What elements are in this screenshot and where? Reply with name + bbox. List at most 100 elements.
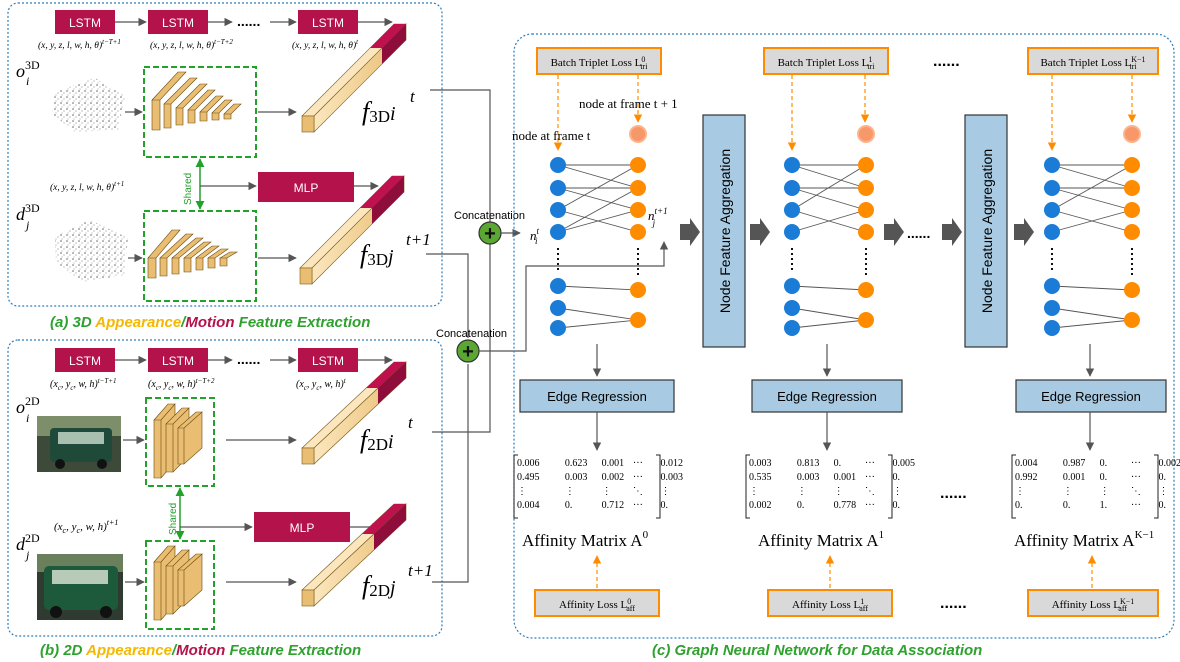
matrix-cell: 0. xyxy=(1159,472,1167,483)
matrix-cell: 0. xyxy=(893,500,901,511)
matrix-cell: 0. xyxy=(1063,500,1071,511)
concat-node-i-plus: + xyxy=(484,223,496,245)
graph-edge xyxy=(1051,285,1133,291)
caption-panel-a: (a) 3D Appearance/Motion Feature Extract… xyxy=(50,314,370,331)
matrix-cell: ⋮ xyxy=(517,486,527,497)
affinity-matrix-label-2: Affinity Matrix AK−1 xyxy=(1014,529,1154,550)
node-frame-t xyxy=(784,157,800,173)
mlp-block-3d-label: MLP xyxy=(294,181,319,195)
concat-line-3d-top xyxy=(430,89,491,222)
graph-edge xyxy=(791,209,867,233)
lstm-chain-2d: LSTM LSTM LSTM ...... (xc, yc, w, h)t−T+… xyxy=(50,348,393,392)
cnn-encoder-2d-top xyxy=(153,403,203,479)
arrow-concat-to-node-j xyxy=(479,241,669,352)
node-frame-t1 xyxy=(630,157,646,173)
feature-label-3d-bottom: f3Dj xyxy=(360,240,394,269)
node-frame-t xyxy=(1044,300,1060,316)
caption-panel-c: (c) Graph Neural Network for Data Associ… xyxy=(652,642,982,659)
matrix-cell: ⋮ xyxy=(749,486,759,497)
car-image-object-2d xyxy=(37,416,121,472)
node-frame-t1 xyxy=(630,180,646,196)
node-frame-t xyxy=(784,278,800,294)
concat-line-3d-bottom xyxy=(426,253,469,338)
lstm-block-2d-1 xyxy=(55,348,115,372)
node-feature-aggregation-2: Node Feature Aggregation xyxy=(964,114,1008,348)
matrix-cell: 0.778 xyxy=(834,500,857,511)
node-frame-t xyxy=(550,300,566,316)
svg-text:Node Feature Aggregation: Node Feature Aggregation xyxy=(979,149,995,313)
mlp-input-3d: (x, y, z, l, w, h, θ)t+1 xyxy=(50,180,124,193)
mlp-block-2d-label: MLP xyxy=(290,521,315,535)
node-frame-t1 xyxy=(858,282,874,298)
node-frame-t1 xyxy=(1124,202,1140,218)
graph-edge xyxy=(791,319,867,329)
matrix-cell: ⋮ xyxy=(1063,486,1073,497)
lstm-block-3d-2 xyxy=(148,10,208,34)
matrix-cell: 0. xyxy=(661,500,669,511)
node-frame-t1 xyxy=(630,224,646,240)
matrix-bracket-left xyxy=(513,454,518,519)
edge-regression-1: Edge Regression xyxy=(519,344,675,451)
graph-edge xyxy=(557,319,639,329)
node-frame-t1 xyxy=(1124,312,1140,328)
lstm-input-2d-1: (xc, yc, w, h)t−T+1 xyxy=(50,377,117,392)
node-frame-t1 xyxy=(1124,157,1140,173)
bipartite-graph-0 xyxy=(550,125,647,336)
node-frame-t xyxy=(550,278,566,294)
matrix-cell: 1. xyxy=(1100,500,1108,511)
graph-edge xyxy=(791,187,867,211)
lstm-input-2d-2: (xc, yc, w, h)t−T+2 xyxy=(148,377,215,392)
feature-label-3d-top: f3Di xyxy=(362,97,396,126)
feature-sup-2d-top: t xyxy=(408,413,414,432)
detection-3d-label: d3D xyxy=(16,201,40,224)
node-frame-t1 xyxy=(630,202,646,218)
graph-edge xyxy=(557,164,639,189)
node-frame-t xyxy=(550,202,566,218)
flow-arrows xyxy=(680,218,1034,246)
point-cloud-detection-3d xyxy=(55,220,128,282)
matrix-cell: 0.987 xyxy=(1063,458,1086,469)
node-frame-t xyxy=(1044,180,1060,196)
shared-encoder-box-3d-bottom xyxy=(143,210,257,302)
matrix-cell: 0.001 xyxy=(834,472,857,483)
lstm-dots-3d: ...... xyxy=(237,13,260,29)
cnn-encoder-3d-bottom xyxy=(147,229,239,279)
shared-encoder-box-2d-bottom xyxy=(145,540,215,630)
matrix-cell: 0.002 xyxy=(1159,458,1180,469)
lstm-block-2d-3 xyxy=(298,348,358,372)
feature-bar-3d-bottom xyxy=(299,175,405,285)
matrix-cell: ··· xyxy=(1131,500,1141,511)
matrix-cell: 0.012 xyxy=(661,458,684,469)
svg-text:Edge Regression: Edge Regression xyxy=(1041,389,1141,404)
node-frame-t xyxy=(784,224,800,240)
lstm-input-3d-1: (x, y, z, l, w, h, θ)t−T+1 xyxy=(38,38,121,51)
graph-edge xyxy=(791,285,867,291)
matrix-cell: 0.003 xyxy=(797,472,820,483)
node-frame-t xyxy=(784,320,800,336)
matrix-cell: ⋱ xyxy=(1131,486,1141,497)
node-frame-t1 xyxy=(858,157,874,173)
flow-arrow-2 xyxy=(750,218,770,246)
lstm-input-2d-3: (xc, yc, w, h)t xyxy=(296,377,347,392)
matrix-bracket-left xyxy=(745,454,750,519)
matrix-cell: 0. xyxy=(1015,500,1023,511)
feature-sup-2d-bottom: t+1 xyxy=(408,561,433,580)
flow-arrow-1 xyxy=(680,218,700,246)
matrix-cell: ··· xyxy=(865,500,875,511)
lstm-block-2d-2-label: LSTM xyxy=(162,354,194,368)
feature-label-2d-top: f2Di xyxy=(360,425,394,454)
car-image-detection-2d xyxy=(37,554,123,620)
concat-line-2d-top xyxy=(432,244,491,433)
matrix-cell: ··· xyxy=(633,458,643,469)
matrix-cell: 0.003 xyxy=(749,458,772,469)
matrix-cell: 0.004 xyxy=(1015,458,1038,469)
